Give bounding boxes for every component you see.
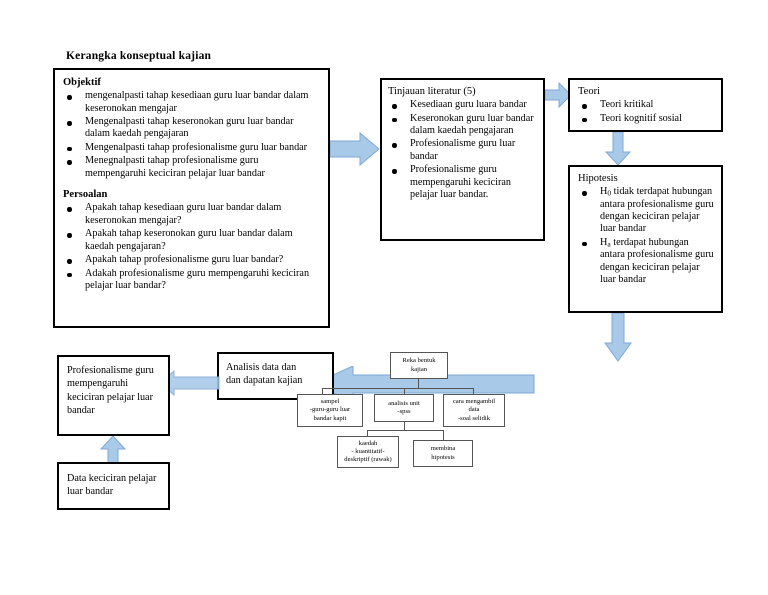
kaedah-line-1: kaedah (358, 439, 378, 447)
h-null-symbol: H (600, 186, 608, 198)
list-item: Menegnalpasti tahap profesionalisme guru… (63, 155, 320, 180)
list-item: Apakah tahap kesediaan guru luar bandar … (63, 202, 320, 227)
list-item: Apakah tahap keseronokan guru luar banda… (63, 228, 320, 253)
list-item: Mengenalpasti tahap profesionalisme guru… (63, 142, 320, 154)
kaedah-box: kaedah - kuantitatif- deskriptif (rawak) (337, 436, 399, 468)
list-item: Teori kritikal (578, 99, 715, 111)
membina-line-2: hipotesis (431, 453, 455, 461)
tree-connector-line (404, 388, 405, 394)
cara-mengambil-data-box: cara mengambil data -soal selidik (443, 394, 505, 427)
reka-line-2: kajian (410, 365, 428, 373)
cara-line-3: -soal selidik (457, 414, 491, 422)
objektif-persoalan-box: Objektif mengenalpasti tahap kesediaan g… (53, 68, 330, 328)
persoalan-list: Apakah tahap kesediaan guru luar bandar … (63, 202, 320, 292)
sampel-line-1: sampel (320, 398, 340, 406)
h-null-text: tidak terdapat hubungan antara profesion… (600, 186, 714, 235)
analisis-unit-line-1: analisis unit (388, 399, 420, 407)
hipotesis-box: Hipotesis H0 tidak terdapat hubungan ant… (568, 165, 723, 313)
tree-connector-line (404, 422, 405, 430)
persoalan-heading: Persoalan (63, 189, 108, 201)
tree-connector-line (367, 430, 368, 436)
list-item: Profesionalisme guru luar bandar (388, 138, 537, 163)
tree-connector-line (418, 379, 419, 388)
data-keciciran-text: Data keciciran pelajar luar bandar (67, 473, 157, 498)
arrow-hipotesis-to-method (603, 313, 633, 363)
tree-connector-line (322, 388, 323, 394)
kaedah-line-3: deskriptif (rawak) (344, 456, 392, 464)
list-item: mengenalpasti tahap kesediaan guru luar … (63, 90, 320, 115)
list-item: Adakah profesionalisme guru mempengaruhi… (63, 268, 320, 293)
sampel-line-2: -guru-guru luar (309, 406, 351, 414)
sampel-box: sampel -guru-guru luar bandar kapit (297, 394, 363, 427)
analisis-line-2: dan dapatan kajian (226, 375, 303, 387)
tree-connector-line (367, 430, 443, 431)
cara-line-2: data (468, 406, 480, 414)
tree-connector-line (322, 388, 474, 389)
list-item: Mengenalpasti tahap keseronokan guru lua… (63, 116, 320, 141)
page-title: Kerangka konseptual kajian (66, 50, 212, 62)
teori-box: Teori Teori kritikal Teori kognitif sosi… (568, 78, 723, 132)
teori-heading: Teori (578, 86, 601, 97)
h-alt-subscript: a (607, 239, 611, 249)
cara-line-1: cara mengambil (452, 398, 496, 406)
tinjauan-heading: Tinjauan literatur (5) (388, 86, 476, 97)
kaedah-line-2: - kuantitatif- (351, 447, 385, 455)
arrow-tinjauan-to-teori (545, 82, 572, 108)
h-alt-text: terdapat hubungan antara profesionalisme… (600, 236, 714, 286)
analisis-unit-line-2: -spss (397, 408, 411, 415)
h-null-subscript: 0 (607, 188, 612, 198)
h-alt-symbol: H (600, 236, 608, 248)
reka-line-1: Reka bentuk (402, 357, 436, 365)
tree-connector-line (443, 430, 444, 440)
membina-line-1: membina (430, 445, 456, 453)
list-item: Kesediaan guru luara bandar (388, 99, 537, 111)
list-item: H0 tidak terdapat hubungan antara profes… (578, 186, 715, 236)
tinjauan-list: Kesediaan guru luara bandar Keseronokan … (388, 99, 537, 202)
analisis-line-1: Analisis data dan (226, 362, 297, 373)
arrow-analisis-to-profesionalisme (160, 370, 220, 396)
list-item: Apakah tahap profesionalisme guru luar b… (63, 254, 320, 266)
objektif-list: mengenalpasti tahap kesediaan guru luar … (63, 90, 320, 180)
hipotesis-list: H0 tidak terdapat hubungan antara profes… (578, 186, 715, 287)
tree-connector-line (473, 388, 474, 394)
arrow-objektif-to-tinjauan (330, 131, 380, 167)
profesionalisme-text: Profesionalisme guru mempengaruhi kecici… (67, 365, 154, 416)
membina-hipotesis-box: membina hipotesis (413, 440, 473, 467)
data-keciciran-box: Data keciciran pelajar luar bandar (57, 462, 170, 510)
hipotesis-heading: Hipotesis (578, 173, 618, 184)
list-item: Teori kognitif sosial (578, 113, 715, 125)
reka-bentuk-kajian-box: Reka bentuk kajian (390, 352, 448, 379)
objektif-heading: Objektif (63, 77, 101, 88)
profesionalisme-box: Profesionalisme guru mempengaruhi kecici… (57, 355, 170, 436)
tinjauan-literatur-box: Tinjauan literatur (5) Kesediaan guru lu… (380, 78, 545, 241)
teori-list: Teori kritikal Teori kognitif sosial (578, 99, 715, 125)
list-item: Ha terdapat hubungan antara profesionali… (578, 237, 715, 287)
sampel-line-3: bandar kapit (313, 414, 347, 422)
section-spacer (63, 181, 320, 188)
analisis-data-box: Analisis data dan dan dapatan kajian (217, 352, 334, 400)
arrow-teori-to-hipotesis (605, 132, 631, 166)
analisis-unit-box: analisis unit -spss (374, 394, 434, 422)
list-item: Profesionalisme guru mempengaruhi kecici… (388, 164, 537, 201)
list-item: Keseronokan guru luar bandar dalam kaeda… (388, 113, 537, 138)
